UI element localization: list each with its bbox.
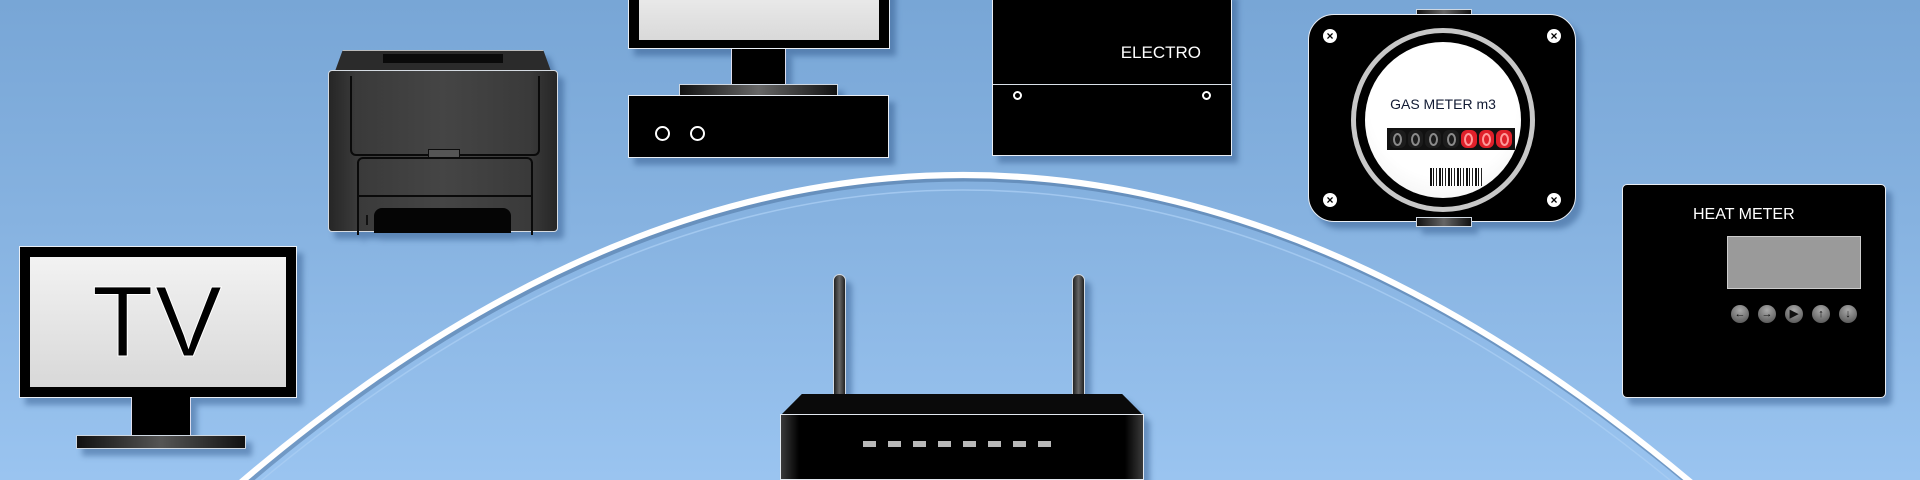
arrow-down-icon: ↓ <box>1839 305 1857 323</box>
gas-meter-pipe-bottom <box>1416 217 1472 227</box>
tv-stand-neck <box>131 397 191 435</box>
printer-icon <box>328 50 558 235</box>
gas-meter-label: GAS METER m3 <box>1390 96 1496 112</box>
gas-meter-dial: GAS METER m3 <box>1351 28 1535 212</box>
tv-screen: TV <box>19 246 297 398</box>
heat-meter-icon: HEAT METER ← → ▶ ↑ ↓ <box>1622 184 1886 398</box>
screw-icon: × <box>1547 29 1561 43</box>
arrow-left-icon: ← <box>1731 305 1749 323</box>
screw-icon <box>1013 91 1022 100</box>
screw-icon <box>1202 91 1211 100</box>
screw-icon: × <box>1323 29 1337 43</box>
electricity-meter-icon: ELECTRO <box>992 0 1232 156</box>
antenna-icon <box>833 274 846 396</box>
tv-label: TV <box>92 266 224 378</box>
printer-paper-tray <box>374 208 511 233</box>
gas-meter-icon: × × × × GAS METER m3 <box>1308 9 1576 227</box>
desktop-tower-icon <box>628 95 889 158</box>
power-button-icon <box>655 126 670 141</box>
router-status-leds <box>863 441 1051 447</box>
screw-icon: × <box>1547 193 1561 207</box>
arrow-up-icon: ↑ <box>1812 305 1830 323</box>
arrow-right-icon: → <box>1758 305 1776 323</box>
printer-led <box>366 215 368 225</box>
screw-icon: × <box>1323 193 1337 207</box>
printer-body <box>328 70 558 235</box>
antenna-icon <box>1072 274 1085 396</box>
electro-label: ELECTRO <box>1120 43 1201 62</box>
wifi-router-icon <box>780 274 1144 480</box>
heat-meter-display <box>1727 236 1861 289</box>
monitor-icon <box>628 0 890 49</box>
monitor-stand-neck <box>731 49 786 85</box>
reset-button-icon <box>690 126 705 141</box>
play-icon: ▶ <box>1785 305 1803 323</box>
tv-stand-base <box>76 435 246 449</box>
barcode-icon <box>1430 168 1482 186</box>
heat-meter-label: HEAT METER <box>1693 206 1795 223</box>
gas-meter-counter <box>1387 128 1515 150</box>
